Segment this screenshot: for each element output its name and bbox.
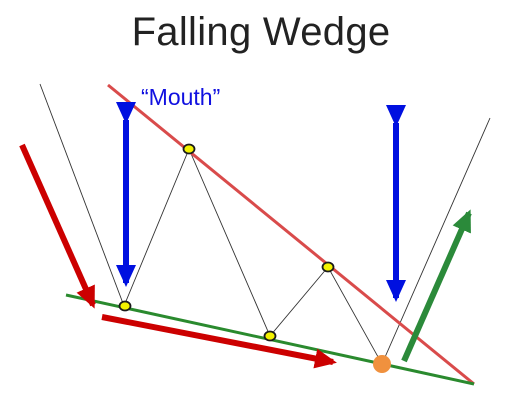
price-path-prior-decline (39, 83, 125, 307)
breakout-point (373, 355, 391, 373)
breakout-arrow (401, 209, 472, 363)
diagram-title: Falling Wedge (131, 10, 391, 54)
pivot-point-3 (263, 330, 277, 342)
pivot-points (118, 143, 335, 342)
pivot-point-1 (118, 300, 132, 312)
downtrend-arrow-bottom (101, 314, 337, 369)
pivot-point-4 (321, 261, 335, 273)
price-path-zigzag (123, 117, 491, 366)
resistance-line (107, 83, 475, 386)
mouth-label: “Mouth” (141, 84, 221, 110)
downtrend-arrow-left (19, 143, 96, 309)
pivot-point-2 (182, 143, 196, 155)
